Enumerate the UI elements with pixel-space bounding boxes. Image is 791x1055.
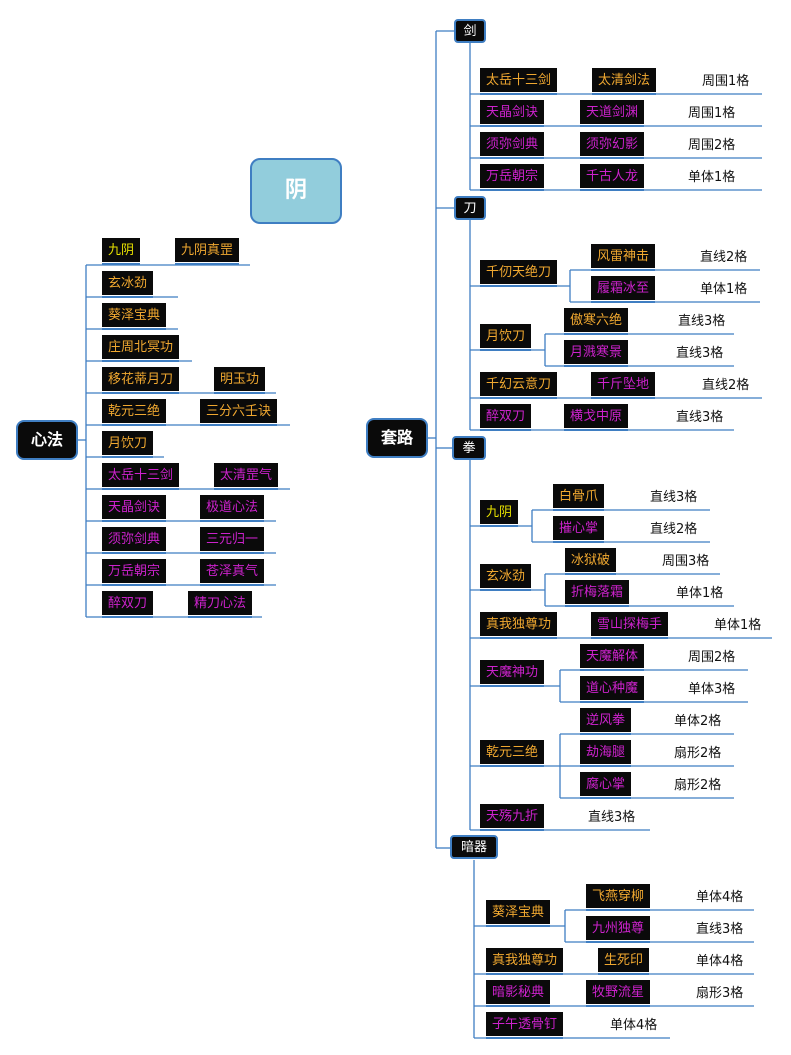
range-label: 直线3格 [676,345,724,361]
range-label: 单体3格 [688,681,736,697]
range-label: 扇形2格 [674,745,722,761]
skill-node[interactable]: 白骨爪 [553,484,605,511]
xinfa-item[interactable]: 太清罡气 [214,463,279,490]
skill-node[interactable]: 生死印 [598,948,650,975]
skill-group-node[interactable]: 乾元三绝 [480,740,545,767]
xinfa-item[interactable]: 精刀心法 [188,591,253,618]
range-label: 扇形2格 [674,777,722,793]
skill-group-node[interactable]: 千仞天绝刀 [480,260,558,287]
range-label: 单体4格 [696,953,744,969]
xinfa-item[interactable]: 万岳朝宗 [102,559,167,586]
taolu-root-node[interactable]: 套路 [366,418,428,458]
skill-node[interactable]: 天晶剑诀 [480,100,545,127]
skill-node[interactable]: 冰狱破 [565,548,617,575]
xinfa-item[interactable]: 玄冰劲 [102,271,154,298]
range-label: 直线3格 [650,489,698,505]
category-quan[interactable]: 拳 [452,436,486,460]
skill-group-node[interactable]: 九阴 [480,500,519,527]
range-label: 直线2格 [650,521,698,537]
skill-node[interactable]: 万岳朝宗 [480,164,545,191]
xinfa-item[interactable]: 九阴真罡 [175,238,240,265]
skill-node[interactable]: 千斤坠地 [591,372,656,399]
skill-node[interactable]: 道心种魔 [580,676,645,703]
skill-group-node[interactable]: 暗影秘典 [486,980,551,1007]
range-label: 周围2格 [688,649,736,665]
skill-node[interactable]: 腐心掌 [580,772,632,799]
range-label: 单体4格 [610,1017,658,1033]
skill-node[interactable]: 劫海腿 [580,740,632,767]
xinfa-item[interactable]: 须弥剑典 [102,527,167,554]
xinfa-item[interactable]: 苍泽真气 [200,559,265,586]
category-dao[interactable]: 刀 [454,196,486,220]
xinfa-item[interactable]: 三分六壬诀 [200,399,278,426]
skill-node[interactable]: 风雷神击 [591,244,656,271]
range-label: 单体1格 [688,169,736,185]
skill-group-node[interactable]: 真我独尊功 [486,948,564,975]
xinfa-root-node[interactable]: 心法 [16,420,78,460]
skill-node[interactable]: 折梅落霜 [565,580,630,607]
xinfa-item[interactable]: 天晶剑诀 [102,495,167,522]
skill-group-node[interactable]: 月饮刀 [480,324,532,351]
skill-node[interactable]: 履霜冰至 [591,276,656,303]
skill-node[interactable]: 天魔解体 [580,644,645,671]
category-jian[interactable]: 剑 [454,19,486,43]
range-label: 直线3格 [696,921,744,937]
skill-node[interactable]: 牧野流星 [586,980,651,1007]
skill-node[interactable]: 千古人龙 [580,164,645,191]
skill-node[interactable]: 摧心掌 [553,516,605,543]
skill-group-node[interactable]: 子午透骨钉 [486,1012,564,1039]
xinfa-item[interactable]: 葵泽宝典 [102,303,167,330]
skill-group-node[interactable]: 千幻云意刀 [480,372,558,399]
skill-node[interactable]: 须弥幻影 [580,132,645,159]
range-label: 直线3格 [678,313,726,329]
skill-node[interactable]: 横戈中原 [564,404,629,431]
skill-node[interactable]: 须弥剑典 [480,132,545,159]
range-label: 单体4格 [696,889,744,905]
range-label: 单体1格 [714,617,762,633]
skill-group-node[interactable]: 葵泽宝典 [486,900,551,927]
skill-node[interactable]: 太岳十三剑 [480,68,558,95]
range-label: 直线2格 [702,377,750,393]
range-label: 单体1格 [700,281,748,297]
range-label: 周围1格 [688,105,736,121]
skill-node[interactable]: 逆风拳 [580,708,632,735]
skill-node[interactable]: 雪山探梅手 [591,612,669,639]
range-label: 周围3格 [662,553,710,569]
xinfa-item[interactable]: 三元归一 [200,527,265,554]
page-title: 阴 [250,158,342,224]
skill-group-node[interactable]: 天魔神功 [480,660,545,687]
range-label: 周围1格 [702,73,750,89]
range-label: 单体1格 [676,585,724,601]
xinfa-item[interactable]: 九阴 [102,238,141,265]
skill-node[interactable]: 飞燕穿柳 [586,884,651,911]
skill-group-node[interactable]: 醉双刀 [480,404,532,431]
skill-node[interactable]: 太清剑法 [592,68,657,95]
xinfa-item[interactable]: 移花蒂月刀 [102,367,180,394]
xinfa-item[interactable]: 醉双刀 [102,591,154,618]
range-label: 扇形3格 [696,985,744,1001]
skill-group-node[interactable]: 天殇九折 [480,804,545,831]
skill-group-node[interactable]: 真我独尊功 [480,612,558,639]
xinfa-item[interactable]: 极道心法 [200,495,265,522]
xinfa-item[interactable]: 乾元三绝 [102,399,167,426]
xinfa-item[interactable]: 太岳十三剑 [102,463,180,490]
skill-node[interactable]: 天道剑渊 [580,100,645,127]
range-label: 直线3格 [588,809,636,825]
xinfa-item[interactable]: 明玉功 [214,367,266,394]
range-label: 直线2格 [700,249,748,265]
skill-node[interactable]: 九州独尊 [586,916,651,943]
xinfa-item[interactable]: 庄周北冥功 [102,335,180,362]
skill-node[interactable]: 月溅寒景 [564,340,629,367]
range-label: 周围2格 [688,137,736,153]
range-label: 直线3格 [676,409,724,425]
xinfa-item[interactable]: 月饮刀 [102,431,154,458]
skill-group-node[interactable]: 玄冰劲 [480,564,532,591]
skill-node[interactable]: 傲寒六绝 [564,308,629,335]
range-label: 单体2格 [674,713,722,729]
category-anqi[interactable]: 暗器 [450,835,498,859]
